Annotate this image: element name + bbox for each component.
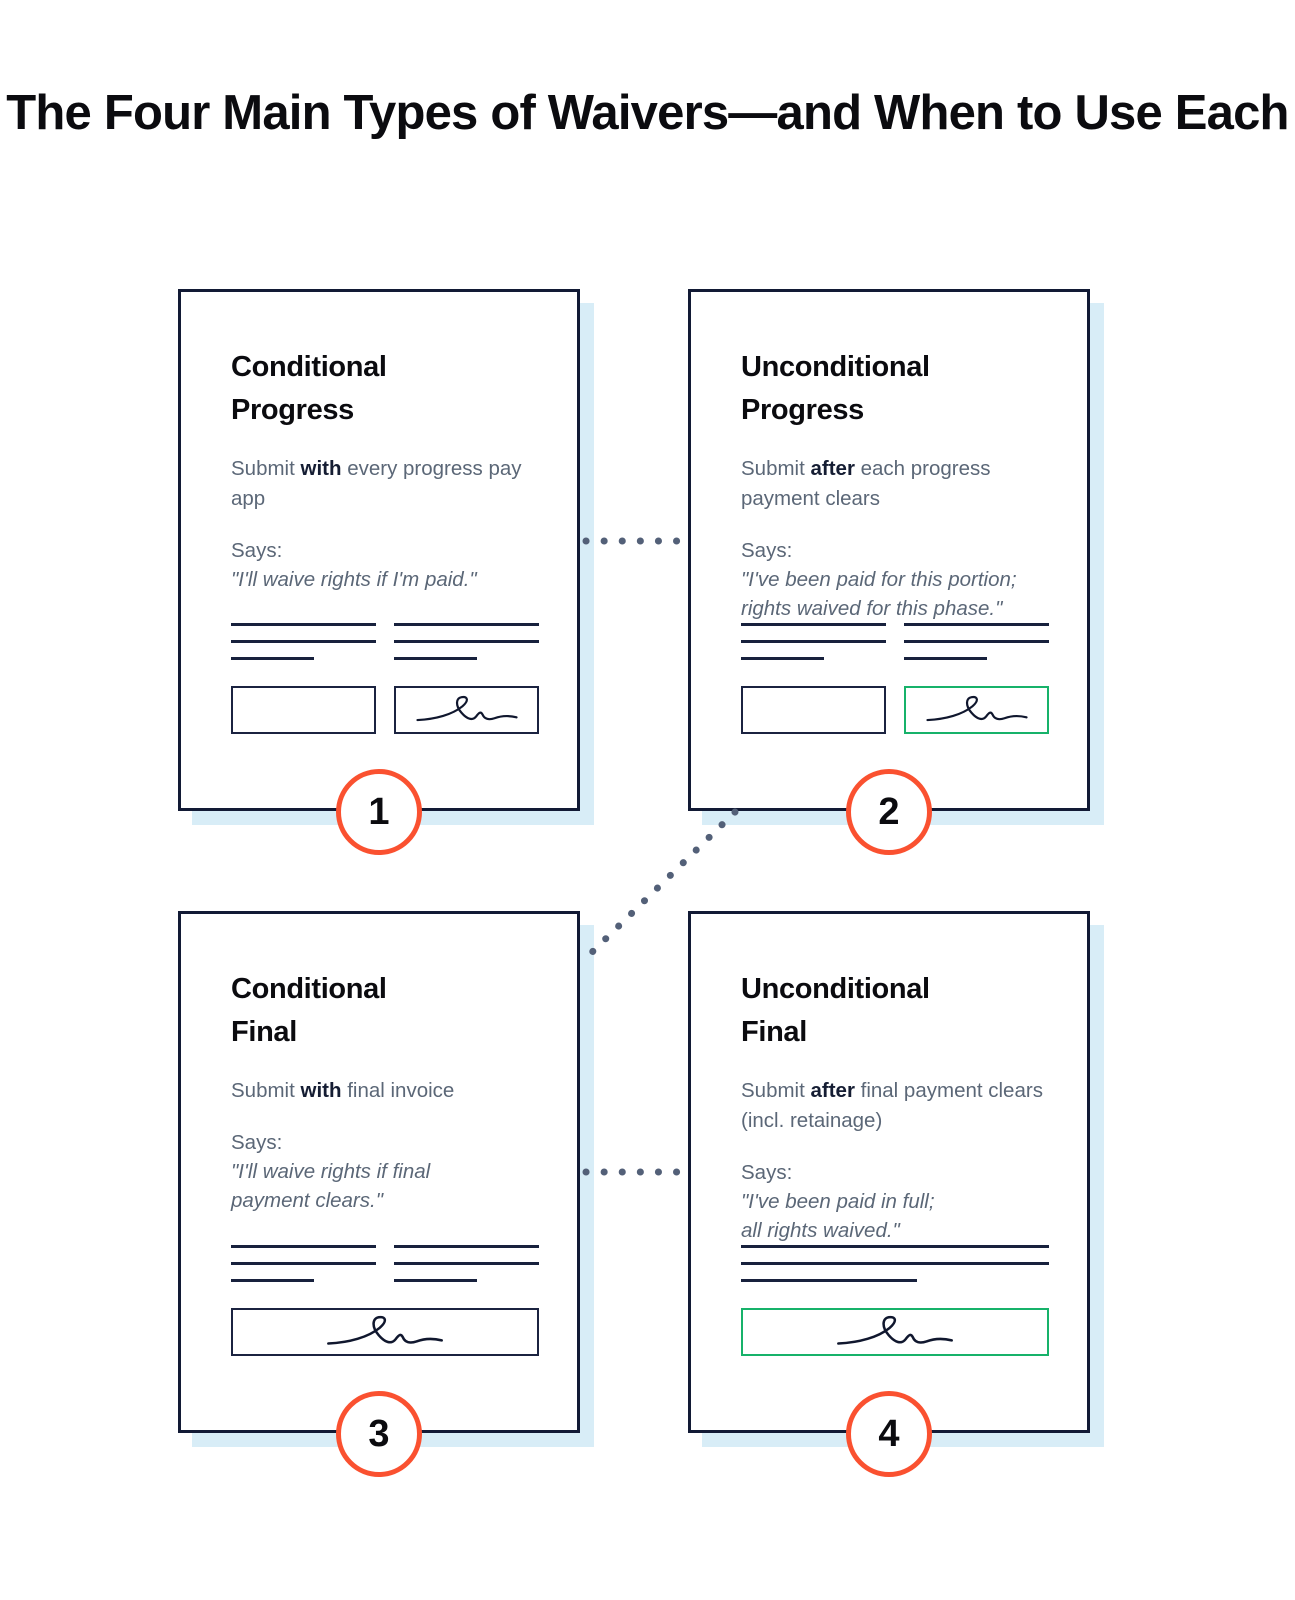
date-box[interactable] [741,686,886,734]
step-badge-1: 1 [336,769,422,855]
submit-keyword: after [810,457,855,481]
form-line-short [231,657,314,660]
waiver-card-unconditional-final[interactable]: Unconditional Final Submit after final p… [688,911,1104,1447]
card-body: Unconditional Progress Submit after each… [688,289,1090,811]
form-column-full [741,1245,1049,1282]
form-line [904,640,1049,643]
card-body: Conditional Progress Submit with every p… [178,289,580,811]
date-box[interactable] [231,686,376,734]
form-column-left [231,623,376,660]
signature-box-signed[interactable] [741,1308,1049,1356]
form-line-short [741,657,824,660]
form-line [394,623,539,626]
says-label: Says: [741,1160,793,1184]
form-line [904,623,1049,626]
form-column-right [394,1245,539,1282]
form-column-right [394,623,539,660]
submit-prefix: Submit [231,1079,301,1103]
card-title: Unconditional Progress [741,351,930,427]
form-line [741,1245,1049,1248]
page-title: The Four Main Types of Waivers—and When … [6,86,1289,140]
card-body: Conditional Final Submit with final invo… [178,911,580,1433]
form-line [231,623,376,626]
form-column-left [741,623,886,660]
form-line-short [231,1279,314,1282]
signature-icon [327,1315,443,1345]
submit-prefix: Submit [231,457,301,481]
says-label: Says: [231,538,283,562]
form-lines-area [231,1245,539,1356]
form-line-short [741,1279,917,1282]
waiver-card-unconditional-progress[interactable]: Unconditional Progress Submit after each… [688,289,1104,825]
signature-box-signed[interactable] [904,686,1049,734]
submit-keyword: with [300,457,342,481]
card-title: Unconditional Final [741,973,930,1049]
form-lines-area [741,1245,1049,1356]
form-lines-area [741,623,1049,734]
signature-icon [925,695,1028,722]
form-line [741,1262,1049,1265]
signature-icon [415,695,518,722]
form-line [231,640,376,643]
form-line-short [904,657,987,660]
card-submit-text: Submit with final invoice [231,1076,539,1106]
submit-suffix: final invoice [341,1079,455,1103]
says-quote: "I've been paid in full; all rights waiv… [741,1189,935,1243]
submit-suffix: every progress pay app [231,457,522,511]
card-body: Unconditional Final Submit after final p… [688,911,1090,1433]
form-line-short [394,1279,477,1282]
form-lines-area [231,623,539,734]
says-quote: "I'll waive rights if I'm paid." [231,567,477,591]
card-title: Conditional Final [231,973,387,1049]
card-submit-text: Submit after final payment clears (incl.… [741,1076,1049,1135]
form-line [394,1262,539,1265]
form-column-left [231,1245,376,1282]
form-line-short [394,657,477,660]
form-line [231,1245,376,1248]
says-label: Says: [741,538,793,562]
card-submit-text: Submit after each progress payment clear… [741,454,1049,513]
says-label: Says: [231,1131,283,1155]
form-line [394,640,539,643]
card-submit-text: Submit with every progress pay app [231,454,539,513]
waiver-card-conditional-progress[interactable]: Conditional Progress Submit with every p… [178,289,594,825]
signature-icon [837,1315,953,1345]
submit-keyword: after [810,1079,855,1103]
step-badge-3: 3 [336,1391,422,1477]
signature-box-signed[interactable] [231,1308,539,1356]
signature-box[interactable] [394,686,539,734]
submit-keyword: with [300,1079,342,1103]
form-line [741,623,886,626]
waiver-card-conditional-final[interactable]: Conditional Final Submit with final invo… [178,911,594,1447]
form-line [231,1262,376,1265]
submit-prefix: Submit [741,457,811,481]
says-quote: "I'll waive rights if final payment clea… [231,1160,431,1213]
submit-suffix: final payment clears (incl. retainage) [741,1079,1043,1133]
submit-suffix: each progress payment clears [741,457,991,511]
card-title: Conditional Progress [231,351,387,427]
form-line [394,1245,539,1248]
says-quote: "I've been paid for this portion; rights… [741,567,1017,621]
step-badge-2: 2 [846,769,932,855]
step-badge-4: 4 [846,1391,932,1477]
submit-prefix: Submit [741,1079,811,1103]
form-column-right [904,623,1049,660]
form-line [741,640,886,643]
